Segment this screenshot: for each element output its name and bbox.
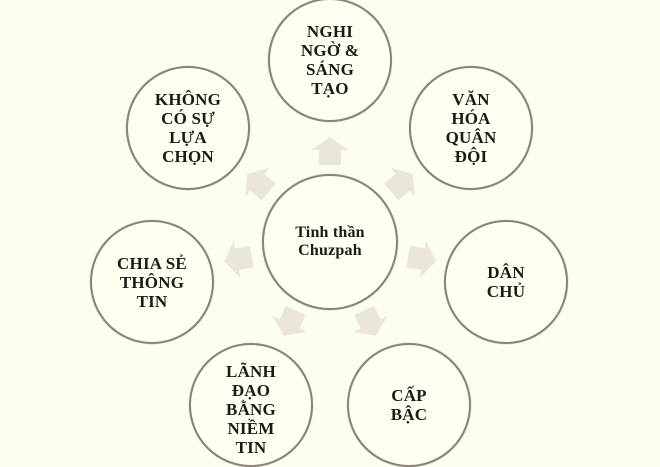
- arrow-up-right-icon: [378, 158, 427, 208]
- arrow-up-icon: [310, 136, 350, 166]
- node-nghi-ngo-sang-tao: NGHI NGỜ & SÁNG TẠO: [268, 0, 392, 122]
- node-label: DÂN CHỦ: [486, 263, 526, 301]
- arrow-up-left-icon: [234, 158, 283, 208]
- node-label: KHÔNG CÓ SỰ LỰA CHỌN: [154, 90, 222, 166]
- node-van-hoa-quan-doi: VĂN HÓA QUÂN ĐỘI: [409, 66, 533, 190]
- node-label: CẤP BẬC: [390, 386, 428, 424]
- arrow-left-icon: [220, 237, 256, 282]
- center-node-tinh-than-chuzpah: Tinh thần Chuzpah: [262, 174, 398, 310]
- arrow-right-icon: [404, 237, 440, 282]
- node-label: NGHI NGỜ & SÁNG TẠO: [300, 22, 360, 98]
- center-node-label: Tinh thần Chuzpah: [295, 224, 365, 259]
- node-chia-se-thong-tin: CHIA SẺ THÔNG TIN: [90, 220, 214, 344]
- arrow-down-right-icon: [346, 301, 395, 345]
- node-khong-co-su-lua-chon: KHÔNG CÓ SỰ LỰA CHỌN: [126, 66, 250, 190]
- arrow-down-left-icon: [266, 301, 315, 345]
- node-label: LÃNH ĐẠO BẰNG NIỀM TIN: [226, 361, 276, 457]
- node-dan-chu: DÂN CHỦ: [444, 220, 568, 344]
- node-lanh-dao-bang-niem-tin: LÃNH ĐẠO BẰNG NIỀM TIN: [189, 343, 313, 467]
- node-cap-bac: CẤP BẬC: [347, 343, 471, 467]
- node-label: CHIA SẺ THÔNG TIN: [117, 253, 187, 311]
- node-label: VĂN HÓA QUÂN ĐỘI: [445, 90, 497, 166]
